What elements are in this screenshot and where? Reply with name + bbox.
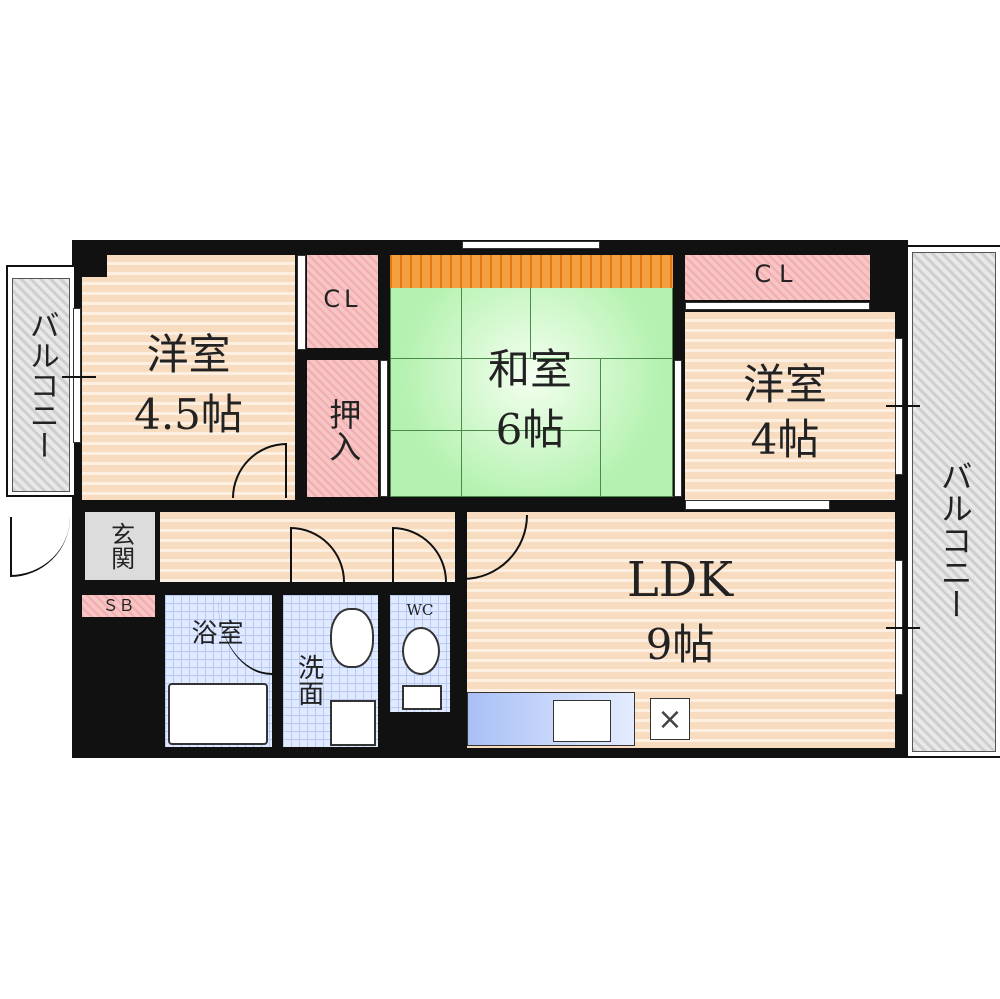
western-room-1-size: 4.5帖 bbox=[134, 389, 243, 439]
entrance-label: 玄関 bbox=[106, 522, 135, 570]
western-room-2 bbox=[685, 312, 895, 500]
western-room-1-name: 洋室 bbox=[146, 329, 231, 379]
balcony-left-floor bbox=[12, 278, 70, 492]
closet-2-label: CL bbox=[754, 260, 801, 289]
tokonoma bbox=[390, 255, 673, 288]
closet-2 bbox=[685, 255, 870, 300]
sliding-door-japanese[interactable] bbox=[674, 360, 682, 497]
sink-icon bbox=[553, 700, 611, 742]
shoe-box-label: ＳＢ bbox=[102, 595, 135, 615]
closet-1-label: CL bbox=[323, 285, 362, 314]
closet-2-door[interactable] bbox=[685, 302, 870, 310]
toilet-tank-icon bbox=[402, 685, 442, 710]
tatami-line bbox=[390, 430, 600, 431]
window-mark bbox=[886, 627, 920, 629]
closet-1 bbox=[307, 255, 378, 348]
window-mark bbox=[886, 405, 920, 407]
entrance-door[interactable] bbox=[10, 517, 70, 577]
window bbox=[73, 308, 81, 443]
japanese-room bbox=[390, 255, 673, 497]
western-room-2-size: 4帖 bbox=[750, 414, 820, 464]
toilet-bowl-icon bbox=[402, 627, 440, 675]
entrance bbox=[85, 512, 155, 580]
ldk-size: 9帖 bbox=[645, 620, 715, 670]
washbasin-icon bbox=[330, 608, 374, 668]
washing-machine-icon bbox=[330, 700, 376, 746]
balcony-right-floor bbox=[912, 252, 996, 752]
oshiire bbox=[307, 360, 378, 497]
shoe-box bbox=[82, 595, 155, 617]
washroom-label: 洗面 bbox=[293, 654, 324, 706]
closet-1-door[interactable] bbox=[297, 255, 306, 350]
balcony-left-label: バルコニー bbox=[23, 310, 59, 460]
window-mark bbox=[62, 376, 96, 378]
ldk-name: LDK bbox=[626, 551, 734, 608]
western-room-2-name: 洋室 bbox=[742, 359, 827, 409]
window-japanese-room bbox=[462, 241, 600, 249]
japanese-room-name: 和室 bbox=[487, 344, 572, 394]
balcony-right-label: バルコニー bbox=[935, 460, 974, 620]
tatami-line bbox=[600, 358, 601, 497]
tatami-line bbox=[530, 288, 531, 358]
toilet-label: WC bbox=[406, 601, 434, 620]
column bbox=[82, 255, 107, 277]
oshiire-door[interactable] bbox=[380, 360, 388, 497]
bathtub-icon bbox=[168, 683, 268, 745]
tatami-line bbox=[461, 288, 462, 497]
japanese-room-size: 6帖 bbox=[495, 404, 565, 454]
oshiire-label: 押入 bbox=[324, 398, 363, 462]
sliding-door-western-2[interactable] bbox=[685, 500, 830, 510]
stove-icon: × bbox=[650, 698, 690, 740]
tatami-line bbox=[390, 358, 673, 359]
